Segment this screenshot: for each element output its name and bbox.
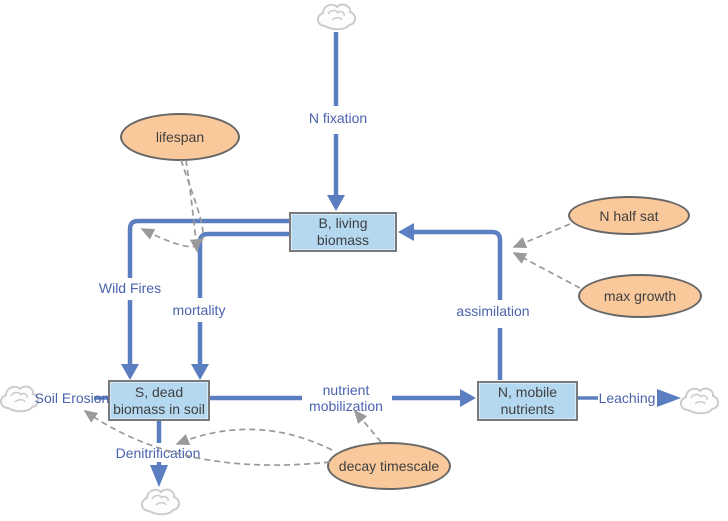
variable-lifespan[interactable]: lifespan <box>120 113 240 161</box>
arrowhead-n-fixation <box>327 195 345 211</box>
flow-label-n-fixation[interactable]: N fixation <box>308 110 368 126</box>
variable-max-growth-label: max growth <box>603 288 677 304</box>
variable-n-half-sat[interactable]: N half sat <box>568 196 690 235</box>
arrowhead-assimilation <box>398 223 414 241</box>
flow-label-wild-fires[interactable]: Wild Fires <box>98 280 162 296</box>
arrowhead-wild-fires <box>121 364 139 380</box>
stock-mobile-nutrients[interactable]: N, mobile nutrients <box>477 381 578 421</box>
cloud-n-fixation-source[interactable] <box>316 3 357 31</box>
stock-dead-biomass[interactable]: S, dead biomass in soil <box>108 380 210 421</box>
flow-label-mortality[interactable]: mortality <box>172 302 226 318</box>
arrowhead-denitrification <box>150 465 168 487</box>
flow-label-soil-erosion[interactable]: Soil Erosion <box>34 390 110 406</box>
stock-living-biomass-label: B, living biomass <box>316 215 370 248</box>
stock-mobile-nutrients-label: N, mobile nutrients <box>497 384 558 417</box>
flow-pipe-assimilation[interactable] <box>414 229 503 380</box>
variable-lifespan-label: lifespan <box>155 129 205 145</box>
variable-decay-timescale-label: decay timescale <box>338 458 440 474</box>
variable-decay-timescale[interactable]: decay timescale <box>327 442 451 490</box>
flow-pipe-mortality[interactable] <box>197 231 289 365</box>
flow-pipe-wild-fires[interactable] <box>127 218 289 365</box>
cloud-denitrification-sink[interactable] <box>140 488 181 516</box>
arrowhead-mortality <box>191 364 209 380</box>
variable-max-growth[interactable]: max growth <box>578 274 702 318</box>
flow-label-assimilation[interactable]: assimilation <box>456 303 530 319</box>
stock-dead-biomass-label: S, dead biomass in soil <box>113 383 205 417</box>
cloud-leaching-sink[interactable] <box>679 387 720 415</box>
flow-label-nutrient-mobilization[interactable]: nutrient mobilization <box>309 382 383 415</box>
flow-label-denitrification[interactable]: Denitrification <box>115 445 201 461</box>
arrowhead-leaching <box>657 389 681 407</box>
variable-n-half-sat-label: N half sat <box>599 207 659 224</box>
arrowhead-nutrient-mobilization <box>460 389 476 407</box>
stock-living-biomass[interactable]: B, living biomass <box>289 212 397 252</box>
flow-label-leaching[interactable]: Leaching <box>598 390 656 406</box>
